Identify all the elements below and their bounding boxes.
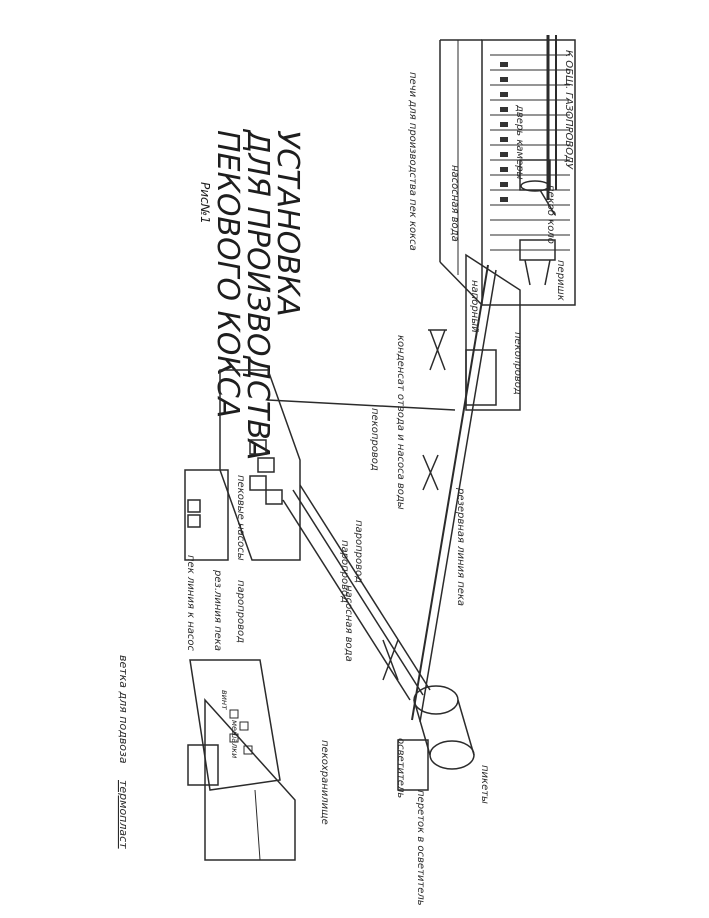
label-thermoplast: термопласт	[117, 780, 130, 849]
door-risers	[500, 62, 508, 202]
label-steam-line-2: паропровод	[339, 540, 350, 603]
label-pitch-pipe-mid: пекопровод	[369, 408, 380, 471]
pipelines	[267, 264, 497, 723]
label-pitch-tanks: пекохранилище	[319, 740, 330, 825]
label-pitch-pumps: пековые насосы	[235, 475, 246, 561]
title-line-1: УСТАНОВКА	[270, 130, 305, 317]
coke-guide-car	[519, 159, 556, 216]
steam-line-b	[292, 489, 424, 696]
label-gas-pipeline: К ОБЩ. ГАЗОПРОВОДУ	[563, 50, 574, 170]
pitch-pumps	[249, 439, 283, 505]
support-tower-3	[382, 639, 399, 681]
quench-hopper	[519, 239, 556, 286]
label-quench-water: насосная вода	[449, 165, 460, 242]
tank-coil	[229, 709, 253, 755]
support-tower-2	[422, 454, 439, 491]
label-hopper: перишк	[555, 260, 566, 301]
label-steam-line-1: паропровод	[353, 520, 364, 583]
condensation-unit	[382, 253, 521, 681]
label-pitch-line-reserve: рез.линия пека	[212, 569, 223, 651]
reservoir-rect	[187, 744, 219, 786]
pitch-pipeline-main	[411, 264, 489, 721]
labels: печи для производства пек кокса К ОБЩ. Г…	[117, 50, 574, 906]
figure-number: Рис№1	[198, 182, 212, 224]
label-pump-water: насосная вода	[343, 585, 354, 662]
label-pitch-pipe-top: пекопровод	[512, 332, 523, 395]
reserve-pitch-line	[419, 269, 497, 723]
label-transfer: переток в осветитель	[415, 790, 426, 906]
label-tank-note-2: мешалки	[230, 720, 239, 758]
pump-water-line	[282, 499, 411, 701]
label-reserve-line: резервная линия пека	[455, 487, 466, 606]
label-branch: ветка для подвоза	[117, 655, 130, 764]
label-clarifier: осветитель	[395, 738, 406, 798]
pitch-pipe-to-pumphouse	[267, 399, 456, 411]
title-block: УСТАНОВКА ДЛЯ ПРОИЗВОДСТВА ПЕКОВОГО КОКС…	[198, 128, 305, 460]
label-condensate: конденсат отвода и насоса воды	[395, 335, 406, 510]
title-line-2: ДЛЯ ПРОИЗВОДСТВА	[240, 128, 275, 460]
label-furnaces: печи для производства пек кокса	[407, 72, 418, 251]
aux-pumps	[187, 499, 201, 528]
steam-line-a	[299, 484, 431, 691]
label-naporny: напорный	[469, 280, 480, 333]
label-steam-line-3: паропровод	[235, 580, 246, 643]
pump-house	[184, 369, 301, 561]
label-chamber-door: дверь камеры	[514, 104, 525, 180]
label-coke-guide: пекоб коло	[545, 185, 557, 244]
furnace-battery	[439, 35, 576, 306]
label-pitch-outlet: пикеты	[479, 765, 490, 804]
title-line-3: ПЕКОВОГО КОКСА	[210, 130, 245, 418]
clarifiers	[397, 685, 475, 791]
label-pitch-to-pump: пек линия к насос	[185, 555, 196, 652]
support-tower-1	[428, 329, 447, 371]
label-tank-note-1: винт	[220, 690, 229, 710]
pitch-storage	[187, 659, 296, 861]
